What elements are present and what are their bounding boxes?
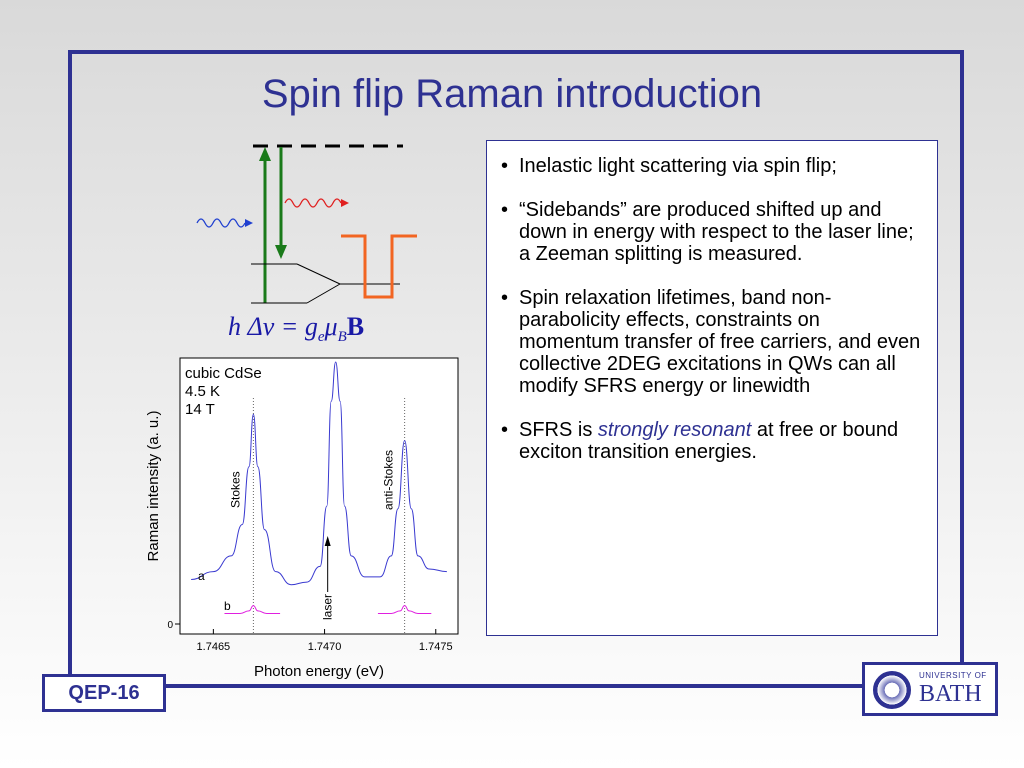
series-line-b <box>224 605 281 615</box>
slide-badge: QEP-16 <box>42 674 166 712</box>
slide-title: Spin flip Raman introduction <box>261 72 763 116</box>
formula-sub-b: B <box>337 329 347 345</box>
trace-a-label: a <box>198 569 205 583</box>
formula-h: h <box>228 312 241 341</box>
trace-b-label: b <box>224 599 231 613</box>
series-line-b <box>377 605 432 615</box>
sample-annotation: cubic CdSe <box>185 365 262 382</box>
formula-mu: μ <box>324 312 338 341</box>
bullet-box: •Inelastic light scattering via spin fli… <box>486 140 938 636</box>
bullet-item: •SFRS is strongly resonant at free or bo… <box>501 419 899 463</box>
university-seal-icon <box>873 671 911 709</box>
bullet-emphasis: strongly resonant <box>597 419 752 441</box>
bullet-text-post: at free or bound exciton transition ener… <box>519 419 899 463</box>
sample-annotation: 14 T <box>185 401 215 418</box>
formula-delta-nu: Δν = g <box>247 312 318 341</box>
anti-stokes-label: anti-Stokes <box>382 450 396 510</box>
laser-label: laser <box>321 594 335 620</box>
x-tick-label: 1.7470 <box>308 641 342 653</box>
formula-sub-e: e <box>317 329 325 345</box>
x-tick-label: 1.7465 <box>197 641 231 653</box>
bullet-item: •Spin relaxation lifetimes, band non-par… <box>501 287 921 397</box>
bullet-text: Spin relaxation lifetimes, band non-para… <box>519 287 921 397</box>
x-axis-label: Photon energy (eV) <box>254 663 384 680</box>
bullet-item: •“Sidebands” are produced shifted up and… <box>501 199 914 265</box>
logo-line1: UNIVERSITY OF <box>919 671 987 680</box>
slide-frame <box>68 50 964 688</box>
bullet-list: •Inelastic light scattering via spin fli… <box>495 155 925 463</box>
bullet-text: “Sidebands” are produced shifted up and … <box>519 199 914 265</box>
stokes-label: Stokes <box>228 471 242 508</box>
y-tick-label: 0 <box>167 620 173 631</box>
formula-field: B <box>346 312 365 341</box>
logo-line2: BATH <box>919 681 982 707</box>
zeeman-formula: h Δν = geμBB <box>228 312 365 345</box>
bullet-text-pre: SFRS is <box>519 419 598 441</box>
laser-arrow-head <box>324 536 331 546</box>
plot-area <box>179 357 459 635</box>
series-line-a <box>191 361 447 586</box>
sample-annotation: 4.5 K <box>185 383 220 400</box>
university-logo: UNIVERSITY OF BATH <box>862 662 998 716</box>
bullet-item: •Inelastic light scattering via spin fli… <box>501 155 837 177</box>
bullet-text: Inelastic light scattering via spin flip… <box>519 155 837 177</box>
energy-level-diagram <box>196 144 417 304</box>
y-axis-label: Raman intensity (a. u.) <box>145 411 162 562</box>
x-tick-label: 1.7475 <box>419 641 453 653</box>
